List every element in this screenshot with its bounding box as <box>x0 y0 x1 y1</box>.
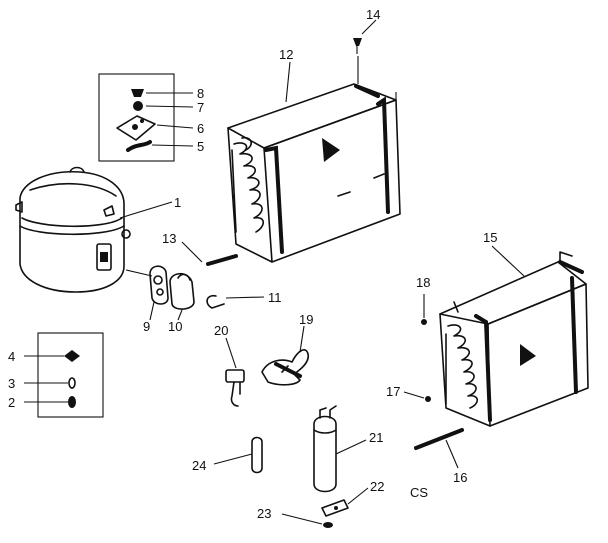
callout-23: 23 <box>257 506 271 521</box>
sleeve-part-7 <box>133 101 143 111</box>
callout-11: 11 <box>268 290 282 305</box>
cap-part-2 <box>68 396 76 408</box>
tube-part-24 <box>251 436 263 474</box>
condenser-part-12 <box>227 83 401 263</box>
overload-part-10 <box>169 272 195 310</box>
clip-part-5 <box>126 140 152 152</box>
bracket-part-22 <box>321 499 349 517</box>
clip-part-11 <box>206 294 225 309</box>
callout-1: 1 <box>174 195 181 210</box>
callout-5: 5 <box>197 139 204 154</box>
callout-15: 15 <box>483 230 497 245</box>
callout-13: 13 <box>162 231 176 246</box>
accumulator-part-21 <box>313 405 337 493</box>
callout-12: 12 <box>279 47 293 62</box>
callout-17: 17 <box>386 384 400 399</box>
grommet-part-8 <box>131 89 144 97</box>
fittings-kit-box <box>24 332 104 418</box>
evaporator-part-15 <box>439 251 589 427</box>
callout-10: 10 <box>168 319 182 334</box>
callout-2: 2 <box>8 395 15 410</box>
callout-9: 9 <box>143 319 150 334</box>
callout-18: 18 <box>416 275 430 290</box>
callout-8: 8 <box>197 86 204 101</box>
callout-6: 6 <box>197 121 204 136</box>
seal-part-4 <box>64 350 80 362</box>
terminal-part-19 <box>261 349 310 386</box>
callout-20: 20 <box>214 323 228 338</box>
callout-14: 14 <box>366 7 380 22</box>
callout-22: 22 <box>370 479 384 494</box>
callout-7: 7 <box>197 100 204 115</box>
mounting-plate-part-6 <box>116 115 156 141</box>
diagram-code: CS <box>410 485 428 500</box>
callout-19: 19 <box>299 312 313 327</box>
callout-24: 24 <box>192 458 206 473</box>
callout-3: 3 <box>8 376 15 391</box>
callout-21: 21 <box>369 430 383 445</box>
screw-part-14 <box>353 38 362 54</box>
valve-core-part-3 <box>68 377 76 389</box>
compressor-part-1 <box>15 166 131 293</box>
callout-16: 16 <box>453 470 467 485</box>
callout-4: 4 <box>8 349 15 364</box>
nut-part-23 <box>323 522 333 528</box>
drier-part-20 <box>225 369 245 407</box>
hardware-kit-box: 8 7 6 5 <box>98 73 204 162</box>
relay-part-9 <box>149 265 169 305</box>
